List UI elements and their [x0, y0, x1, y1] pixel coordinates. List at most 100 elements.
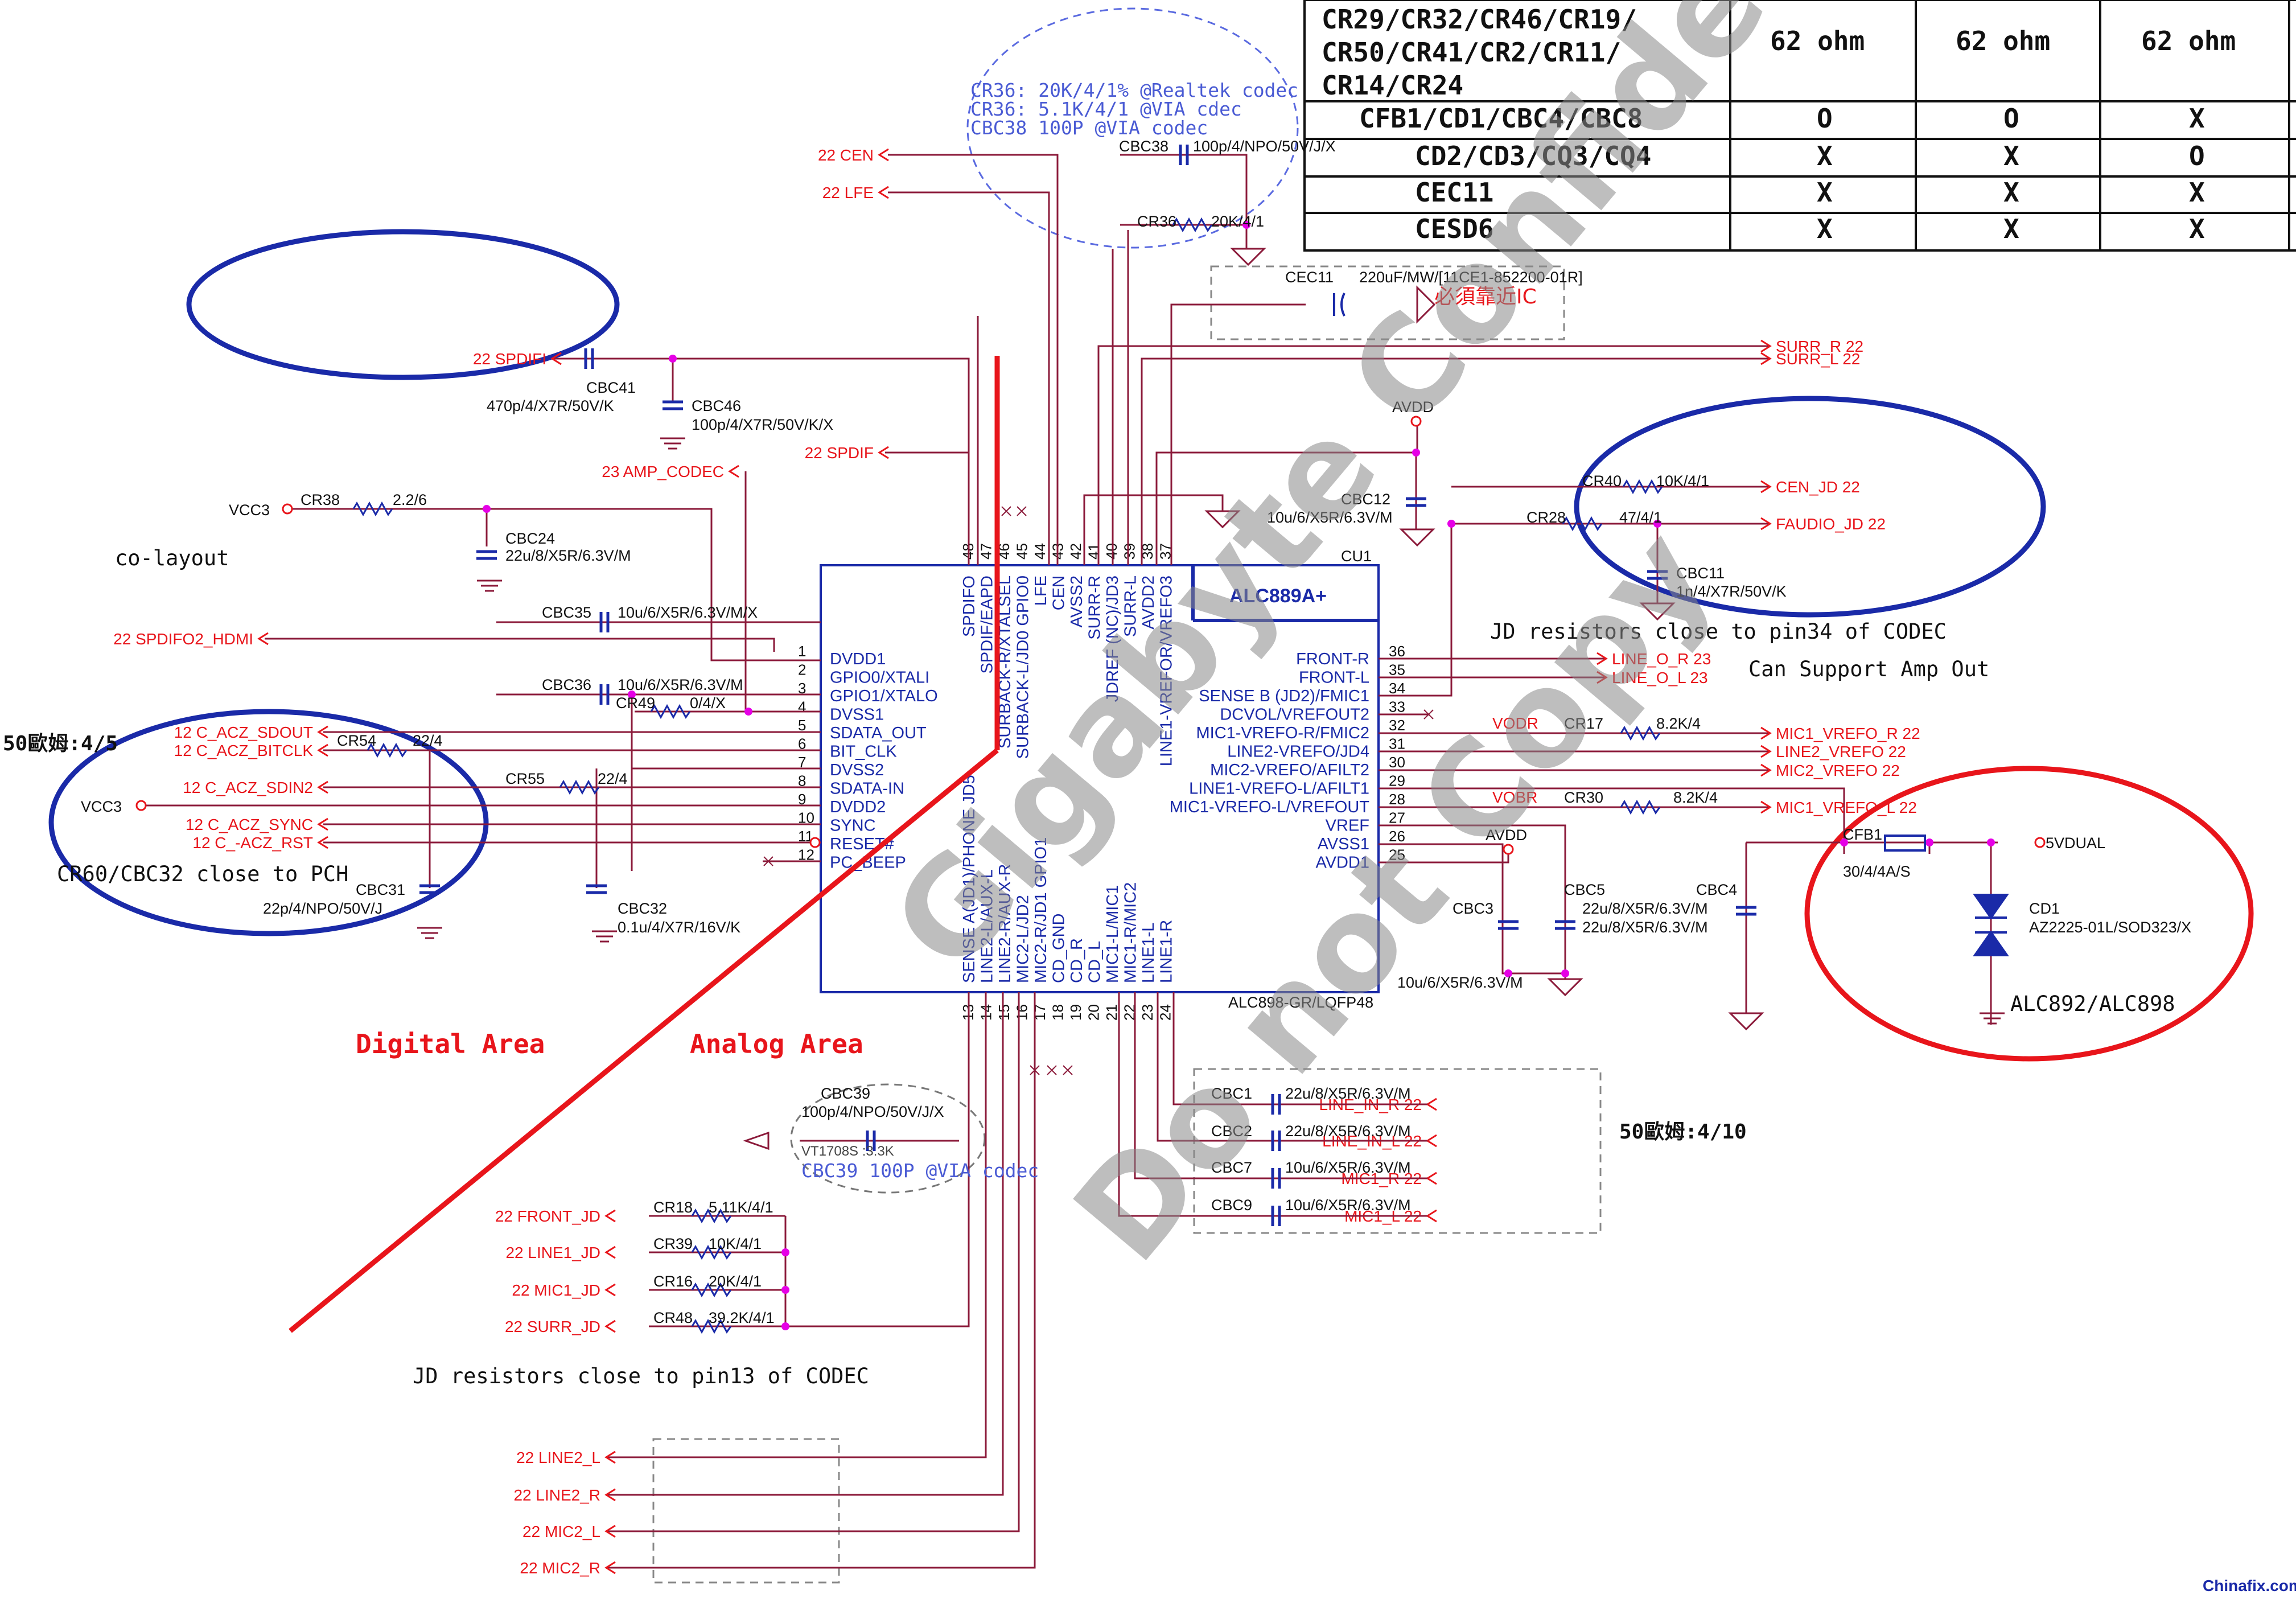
table-row-2-c3: X	[2189, 103, 2205, 134]
nc-mark	[1047, 1065, 1057, 1075]
svg-text:CR40: CR40	[1582, 472, 1622, 490]
highlight-ellipse-esd	[1804, 766, 2254, 1062]
pin-name-bottom: CD_GND	[1050, 914, 1068, 983]
svg-text:20K/4/1: 20K/4/1	[709, 1273, 762, 1290]
pin-name-left: SDATA-IN	[830, 780, 904, 798]
net-arrow	[257, 632, 269, 646]
net-label-mic2_vrefo: MIC2_VREFO 22	[1776, 762, 1900, 779]
net-arrow	[604, 1283, 616, 1297]
pin-name-bottom: LINE2-L/AUX-L	[978, 869, 997, 983]
footer-site: Chinafix.com	[2203, 1577, 2296, 1594]
net-arrow	[317, 725, 328, 739]
svg-text:CR54: CR54	[337, 732, 376, 749]
res-cr16	[691, 1282, 732, 1298]
net-arrow	[1760, 517, 1772, 531]
pin-name-top: CEN	[1050, 576, 1068, 610]
junction-dot	[1447, 520, 1455, 528]
svg-text:0/4/X: 0/4/X	[690, 694, 726, 712]
svg-text:CR38: CR38	[301, 491, 340, 508]
analog-area-label: Analog Area	[690, 1029, 863, 1059]
pin-name-top: SURBACK-L/JD0 GPIO0	[1014, 576, 1032, 759]
net-arrow	[317, 836, 328, 849]
highlight-ellipse-spdif	[186, 229, 620, 380]
pin-name-left: SYNC	[830, 817, 876, 835]
pin-num-top: 47	[978, 543, 995, 560]
net-arrow	[604, 1561, 616, 1575]
svg-text:CBC46: CBC46	[692, 397, 741, 414]
must-near-note: 必須靠近IC	[1434, 285, 1537, 309]
pin-name-bottom: LINE1-R	[1158, 920, 1176, 983]
line2-box	[652, 1438, 840, 1584]
svg-text:CBC4: CBC4	[1696, 881, 1737, 898]
svg-text:10u/6/X5R/6.3V/M: 10u/6/X5R/6.3V/M	[1397, 974, 1523, 991]
net-arrow	[1596, 671, 1608, 684]
ohm45-note: 50歐姆:4/5	[3, 732, 118, 755]
res-cr30	[1620, 799, 1661, 815]
pin-name-top: LINE1-VREFOR/VREFO3	[1158, 576, 1176, 766]
cec11-box	[1210, 265, 1565, 340]
svg-text:CBC7: CBC7	[1211, 1159, 1252, 1176]
junction-dot	[1987, 838, 1995, 846]
via-note-3: CBC38 100P @VIA codec	[970, 117, 1208, 139]
highlight-ellipse-hda	[48, 709, 489, 936]
junction-dot	[781, 1286, 789, 1294]
svg-text:CR28: CR28	[1526, 509, 1566, 526]
net-label-spdif: 22 SPDIF	[805, 444, 874, 462]
junction-dot	[1925, 838, 1933, 846]
svg-text:CR36: CR36	[1137, 213, 1176, 230]
pin-name-right: FRONT-L	[1299, 669, 1369, 687]
table-row-1-label-3: CR14/CR24	[1322, 70, 1463, 101]
pin-num-bottom: 21	[1103, 1004, 1120, 1021]
pin-num-right: 29	[1389, 772, 1405, 790]
pin-name-bottom: MIC2-L/JD2	[1014, 895, 1032, 983]
net-arrow	[1426, 1134, 1437, 1148]
svg-text:22u/8/X5R/6.3V/M: 22u/8/X5R/6.3V/M	[1582, 919, 1708, 936]
svg-text:CR18: CR18	[653, 1199, 693, 1216]
codec-chip: ALC889A+ CU1 ALC898-GR/LQFP48	[820, 548, 1380, 1011]
pin-num-left: 8	[798, 772, 806, 790]
net-label-bitclk: 12 C_ACZ_BITCLK	[174, 742, 314, 759]
svg-text:22p/4/NPO/50V/J: 22p/4/NPO/50V/J	[263, 900, 382, 917]
table-row-3-c2: X	[2003, 141, 2019, 171]
net-label-line2_vrefo: LINE2_VREFO 22	[1776, 743, 1906, 761]
svg-text:CR55: CR55	[505, 770, 545, 787]
svg-text:CBC1: CBC1	[1211, 1085, 1252, 1102]
net-label-surr_jd: 22 SURR_JD	[505, 1318, 600, 1335]
pin-name-left: GPIO0/XTALI	[830, 669, 929, 687]
svg-text:CR39: CR39	[653, 1235, 693, 1252]
svg-text:30/4/4A/S: 30/4/4A/S	[1843, 863, 1911, 880]
net-label-cen_jd: CEN_JD 22	[1776, 478, 1860, 496]
table-row-2-c2: O	[2003, 103, 2019, 134]
svg-text:47/4/1: 47/4/1	[1619, 509, 1662, 526]
capacitors	[419, 145, 1756, 1226]
pin-name-right: FRONT-R	[1296, 650, 1369, 668]
svg-text:10K/4/1: 10K/4/1	[709, 1235, 762, 1252]
net-arrow	[878, 446, 889, 459]
pin-name-left: SDATA_OUT	[830, 724, 927, 742]
pin-name-right: LINE1-VREFO-L/AFILT1	[1189, 780, 1369, 798]
net-arrow	[1760, 763, 1772, 777]
svg-text:100p/4/X7R/50V/K/X: 100p/4/X7R/50V/K/X	[692, 416, 833, 433]
pin-name-right: SENSE B (JD2)/FMIC1	[1199, 687, 1369, 705]
ohm410-note: 50歐姆:4/10	[1619, 1120, 1747, 1144]
net-label-front_jd: 22 FRONT_JD	[495, 1207, 600, 1225]
pin-name-left: DVDD2	[830, 798, 886, 816]
svg-text:22/4: 22/4	[413, 732, 443, 749]
svg-text:20K/4/1: 20K/4/1	[1211, 213, 1264, 230]
nc-mark	[1017, 506, 1027, 516]
res-cr40	[1622, 479, 1663, 495]
pin-num-left: 2	[798, 661, 806, 679]
pin-num-left: 1	[798, 643, 806, 660]
net-label-rst: 12 C_-ACZ_RST	[192, 834, 313, 852]
net-arrow	[1760, 339, 1772, 353]
pin-num-right: 27	[1389, 809, 1405, 827]
net-arrow	[1426, 1097, 1437, 1111]
net-label-sdout: 12 C_ACZ_SDOUT	[174, 724, 313, 741]
net-label-lfe: 22 LFE	[822, 184, 874, 202]
junction-dot	[744, 708, 752, 716]
net-label-mic1_vrefo_r: MIC1_VREFO_R 22	[1776, 725, 1920, 742]
table-row-3-c3: O	[2189, 141, 2205, 171]
highlight-ellipse-jd	[1574, 396, 2046, 618]
pin-name-right: MIC2-VREFO/AFILT2	[1210, 761, 1369, 779]
svg-text:VT1708S :3.3K: VT1708S :3.3K	[801, 1144, 894, 1159]
